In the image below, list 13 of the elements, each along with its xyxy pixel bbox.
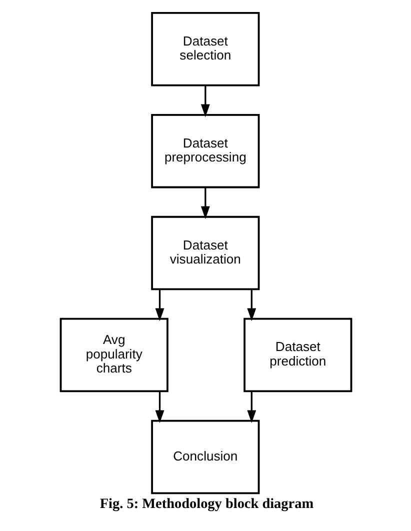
node-box: Avg popularity charts <box>59 318 168 392</box>
arrow <box>200 85 210 118</box>
node-box: Dataset preprocessing <box>150 114 260 188</box>
arrow <box>154 289 164 322</box>
node-box: Conclusion <box>150 420 260 494</box>
arrow <box>246 391 256 424</box>
arrow <box>200 187 210 220</box>
arrow <box>154 391 164 424</box>
node-box: Dataset selection <box>150 12 260 86</box>
node-box: Dataset prediction <box>243 318 352 392</box>
caption: Fig. 5: Methodology block diagram <box>99 496 314 512</box>
arrow <box>246 289 256 322</box>
node-box: Dataset visualization <box>150 216 260 290</box>
